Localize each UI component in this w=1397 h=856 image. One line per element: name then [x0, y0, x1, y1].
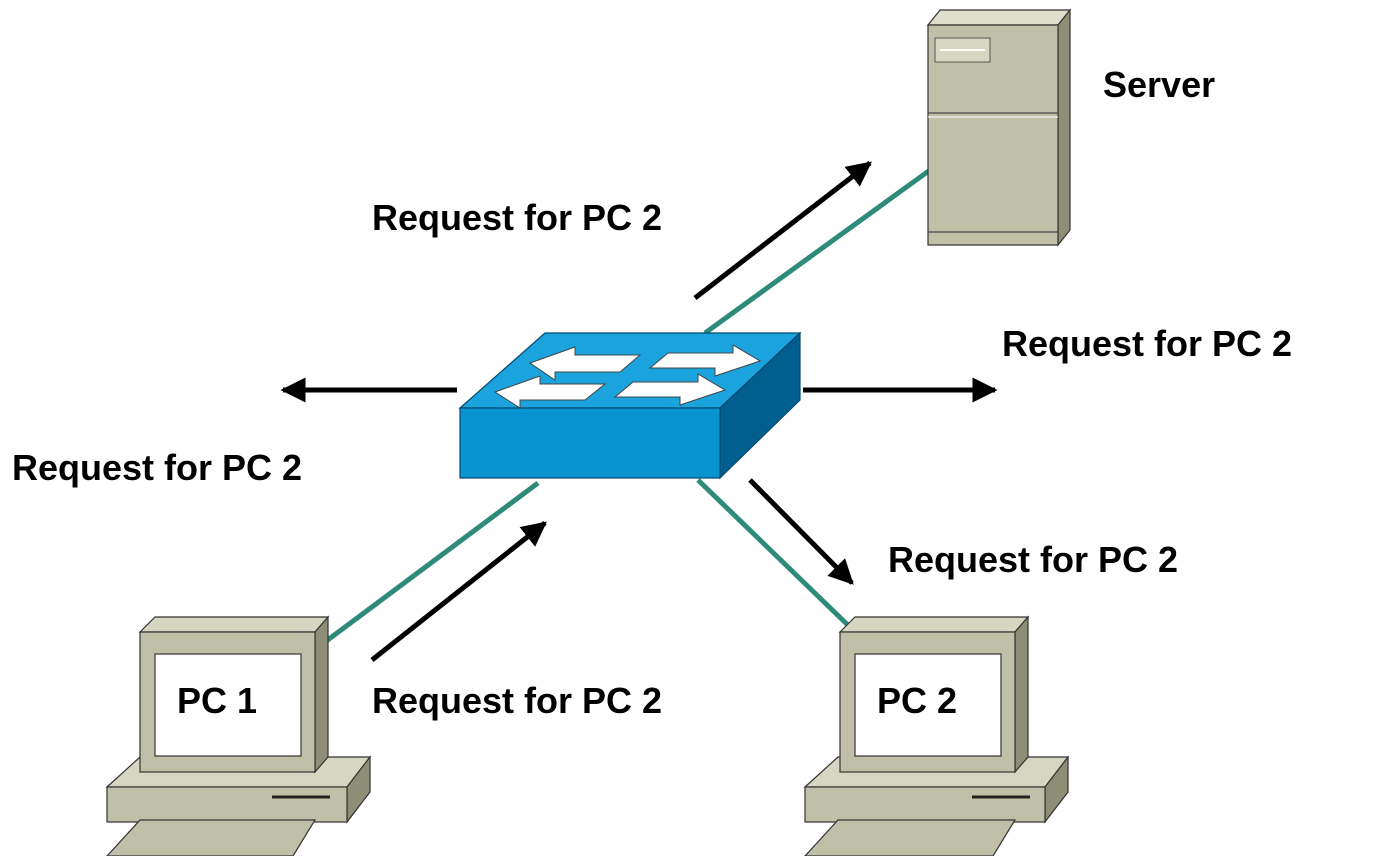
cable-pc1 — [323, 480, 540, 645]
cable-server — [703, 167, 932, 336]
server-icon — [926, 8, 1072, 247]
arrow-from-pc1 — [370, 521, 547, 662]
cables — [323, 167, 932, 645]
label-to-pc2: Request for PC 2 — [888, 539, 1178, 580]
switch-icon — [458, 331, 802, 480]
computer-icon — [803, 615, 1070, 856]
pc1-label: PC 1 — [177, 680, 257, 721]
server-label: Server — [1103, 64, 1215, 105]
arrow-to-server — [693, 161, 872, 300]
computer-icon — [105, 615, 372, 856]
arrow-to-pc2 — [748, 478, 854, 585]
pc2-label: PC 2 — [877, 680, 957, 721]
label-to-server: Request for PC 2 — [372, 197, 662, 238]
cable-pc2 — [696, 478, 855, 632]
frame-arrows — [280, 161, 998, 662]
label-to-right: Request for PC 2 — [1002, 323, 1292, 364]
label-to-left: Request for PC 2 — [12, 447, 302, 488]
label-from-pc1: Request for PC 2 — [372, 680, 662, 721]
